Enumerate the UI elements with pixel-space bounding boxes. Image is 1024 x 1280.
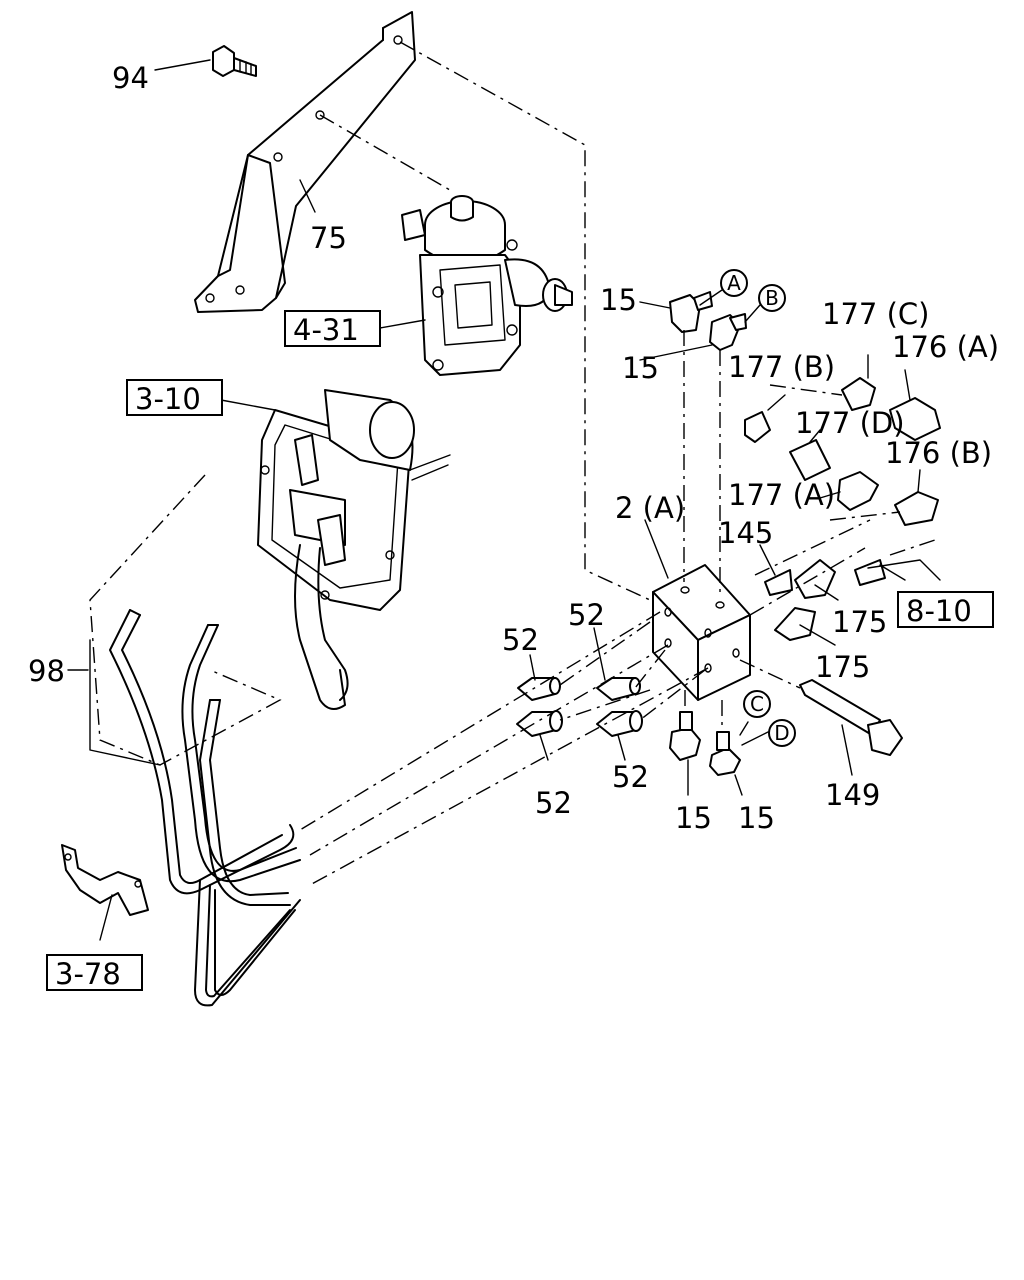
label-177-d: 177 (D) (795, 406, 905, 440)
sensors-175-176-177 (744, 377, 941, 641)
circle-d-letter: D (774, 721, 789, 745)
circle-b-letter: B (765, 286, 779, 310)
label-176-b: 176 (B) (885, 436, 992, 470)
label-75: 75 (310, 221, 347, 255)
ref-box-8-10[interactable] (897, 591, 994, 628)
pump-assembly (401, 195, 573, 376)
bolt-149 (799, 679, 903, 756)
label-177-a: 177 (A) (728, 478, 835, 512)
circle-b (758, 284, 786, 312)
label-175-upper: 175 (832, 605, 887, 639)
label-15-bottom-left: 15 (675, 801, 712, 835)
label-15-bottom-right: 15 (738, 801, 775, 835)
label-15-top-left: 15 (600, 283, 637, 317)
bracket-75 (194, 11, 416, 313)
label-15-top-lower: 15 (622, 351, 659, 385)
ref-3-10[interactable]: 3-10 (135, 382, 201, 416)
leader-lines (67, 59, 941, 941)
pipe-bundle-98 (109, 609, 301, 1007)
label-52-upper-left: 52 (502, 623, 539, 657)
circle-c (743, 690, 771, 718)
label-177-b: 177 (B) (728, 350, 835, 384)
ref-box-4-31[interactable] (284, 310, 381, 347)
elbows-15 (669, 291, 747, 776)
ref-4-31[interactable]: 4-31 (293, 313, 359, 347)
ref-8-10[interactable]: 8-10 (906, 594, 972, 628)
label-52-lower-left: 52 (535, 786, 572, 820)
bolt-94 (212, 45, 257, 77)
distribution-block (652, 564, 751, 701)
callout-labels: 94 75 4-31 3-10 98 3-78 15 15 15 15 177 … (28, 61, 999, 991)
label-98: 98 (28, 654, 65, 688)
circle-a-letter: A (727, 271, 741, 295)
circle-d (768, 719, 796, 747)
label-145: 145 (718, 516, 773, 550)
label-2-a: 2 (A) (615, 491, 685, 525)
fittings-52 (516, 677, 643, 737)
ref-box-3-10[interactable] (126, 379, 223, 416)
label-52-lower-right: 52 (612, 760, 649, 794)
ref-3-78[interactable]: 3-78 (55, 957, 121, 991)
circle-markers: A B C D (720, 269, 796, 747)
reference-lines (89, 41, 936, 886)
label-52-upper-right: 52 (568, 598, 605, 632)
ref-box-3-78[interactable] (46, 954, 143, 991)
label-175-lower: 175 (815, 650, 870, 684)
pedal-assembly (257, 389, 451, 710)
label-176-a: 176 (A) (892, 330, 999, 364)
label-94: 94 (112, 61, 149, 95)
clip-378 (61, 844, 149, 916)
label-149: 149 (825, 778, 880, 812)
circle-c-letter: C (750, 692, 764, 716)
circle-a (720, 269, 748, 297)
label-177-c: 177 (C) (822, 297, 929, 331)
